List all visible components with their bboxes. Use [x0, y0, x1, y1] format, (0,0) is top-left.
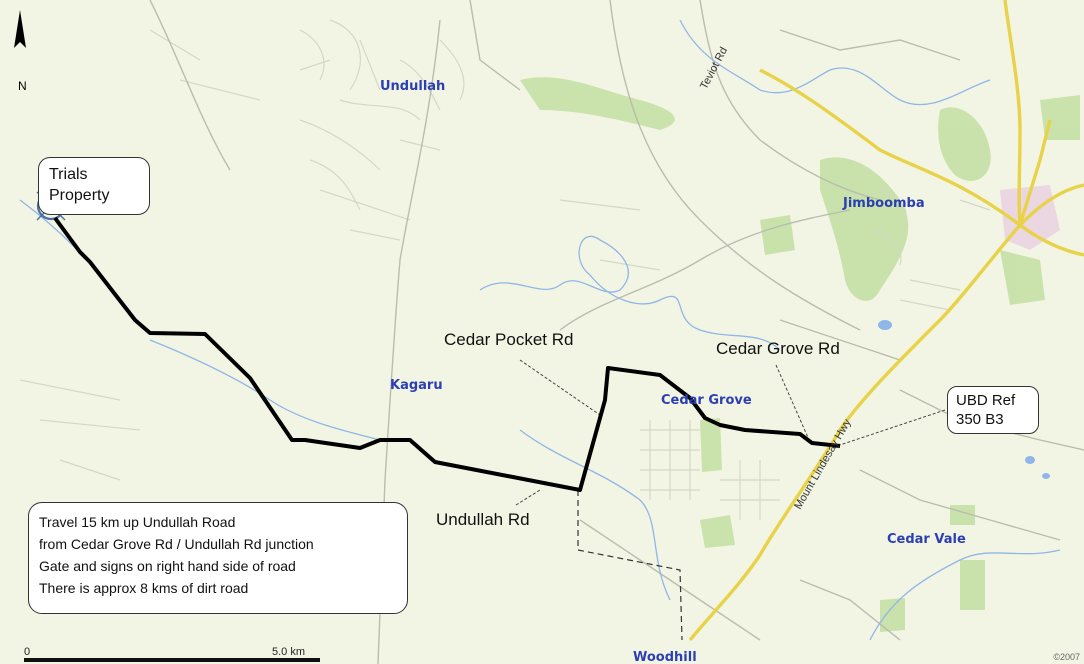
minor-roads: [149, 0, 1084, 664]
highways: [688, 0, 1084, 642]
ubd-callout-line: 350 B3: [956, 411, 1004, 428]
place-label-cedar-grove: Cedar Grove: [661, 393, 752, 408]
road-label-cedar-grove: Cedar Grove Rd: [716, 339, 840, 358]
directions-line: from Cedar Grove Rd / Undullah Rd juncti…: [39, 536, 314, 552]
property-callout-line: Property: [49, 187, 110, 204]
label-leader-lines: [515, 359, 946, 506]
property-callout: Trials Property: [38, 157, 150, 215]
route-connector: [578, 399, 607, 491]
place-label-kagaru: Kagaru: [390, 378, 443, 393]
directions-line: Travel 15 km up Undullah Road: [39, 514, 236, 530]
ubd-callout-line: UBD Ref: [956, 392, 1016, 409]
ubd-ref-callout: UBD Ref 350 B3: [947, 386, 1039, 434]
road-label-cedar-pocket: Cedar Pocket Rd: [444, 330, 574, 349]
place-label-woodhill: Woodhill: [633, 650, 697, 664]
bushland-areas: [520, 77, 1080, 632]
scale-end-label: 5.0 km: [272, 646, 306, 658]
property-callout-line: Trials: [49, 166, 88, 183]
scale-bar: 0 5.0 km: [22, 646, 322, 664]
north-label: N: [18, 79, 27, 93]
place-label-cedar-vale: Cedar Vale: [887, 532, 966, 547]
street-grid: [19, 19, 991, 520]
scale-bar-line: [24, 658, 320, 662]
north-arrow-icon: N: [12, 10, 32, 101]
dirt-track-dashed: [577, 490, 683, 641]
water-bodies: [878, 320, 1050, 479]
place-label-undullah: Undullah: [380, 79, 446, 94]
copyright-attribution: ©2007: [1053, 652, 1080, 662]
scale-start-label: 0: [24, 646, 31, 658]
directions-line: Gate and signs on right hand side of roa…: [39, 558, 296, 574]
directions-callout: Travel 15 km up Undullah Road from Cedar…: [28, 502, 408, 614]
road-label-undullah: Undullah Rd: [436, 510, 530, 529]
directions-line: There is approx 8 kms of dirt road: [39, 580, 249, 596]
place-label-jimboomba: Jimboomba: [843, 196, 925, 211]
route-line: [53, 216, 841, 492]
